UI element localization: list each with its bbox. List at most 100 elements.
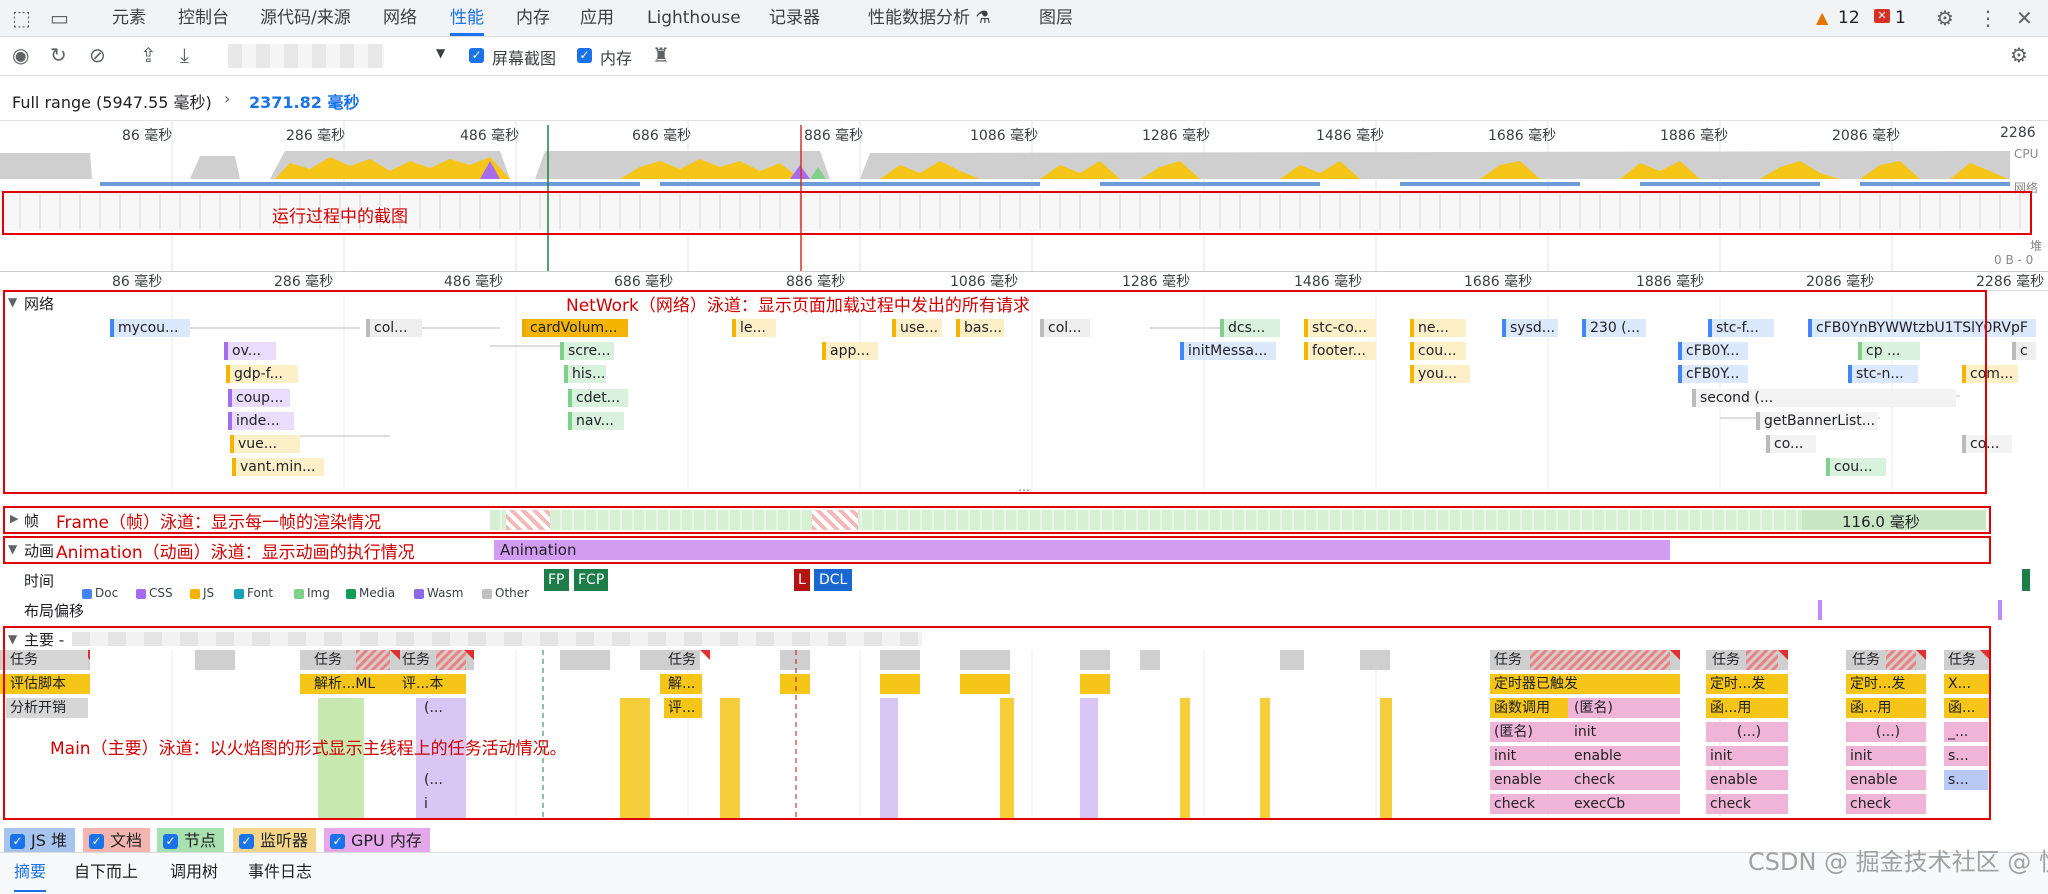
frames-expand-icon[interactable]: ▶: [10, 512, 19, 525]
flame-anonymous[interactable]: (匿名): [1490, 722, 1568, 742]
tab-lighthouse[interactable]: Lighthouse: [647, 8, 741, 28]
marker-fp[interactable]: FP: [544, 569, 569, 591]
flame-init[interactable]: init: [1706, 746, 1788, 766]
network-request[interactable]: initMessa...: [1180, 342, 1276, 360]
flame-xhr[interactable]: X...: [1944, 674, 1988, 694]
marker-load[interactable]: L: [794, 569, 810, 591]
network-request[interactable]: co...: [1962, 435, 2012, 453]
js-heap-toggle[interactable]: ✓JS 堆: [4, 828, 75, 854]
network-request[interactable]: stc-n...: [1848, 365, 1918, 383]
tab-bottom-up[interactable]: 自下而上: [74, 862, 139, 881]
flame-task[interactable]: 任务: [6, 650, 88, 670]
record-icon[interactable]: ◉: [12, 43, 30, 67]
flame-parse[interactable]: 解...: [664, 674, 702, 694]
main-thread-track[interactable]: ▼ 主要 - 任务 评估脚本 分析开销 任务 任务 任务 任务 任务 任务 任务…: [0, 626, 2048, 820]
marker-dcl[interactable]: DCL: [814, 569, 853, 591]
tab-performance-insights[interactable]: 性能数据分析 ⚗: [868, 8, 991, 28]
screenshots-checkbox[interactable]: ✓: [469, 48, 484, 63]
network-request[interactable]: cFB0YnBYWWtzbU1TSlY0RVpF: [1808, 319, 2036, 337]
timings-track[interactable]: 时间 FP FCP L DCL: [0, 566, 2048, 594]
tab-sources[interactable]: 源代码/来源: [260, 8, 351, 28]
network-request[interactable]: cFB0Y...: [1678, 342, 1748, 360]
flame-anonymous[interactable]: (匿名): [1570, 698, 1678, 718]
flame-check[interactable]: check: [1846, 794, 1926, 814]
flame-call[interactable]: (...: [420, 698, 466, 718]
flame-call[interactable]: s...: [1944, 770, 1988, 790]
tab-application[interactable]: 应用: [580, 8, 614, 28]
tab-event-log[interactable]: 事件日志: [248, 862, 313, 881]
error-icon[interactable]: ✕: [1874, 9, 1890, 23]
warning-icon[interactable]: ▲: [1816, 8, 1829, 27]
network-request[interactable]: cardVolum...: [522, 319, 628, 337]
network-request[interactable]: le...: [732, 319, 776, 337]
animation-expand-icon[interactable]: ▼: [8, 542, 18, 556]
settings-gear-icon[interactable]: ⚙: [1936, 6, 1954, 30]
tab-performance[interactable]: 性能: [450, 0, 484, 36]
flame-init[interactable]: init: [1570, 722, 1678, 742]
tab-summary[interactable]: 摘要: [14, 858, 47, 892]
flame-task[interactable]: 任务: [668, 652, 696, 668]
flame-anonymous[interactable]: (...): [1846, 722, 1926, 742]
tab-memory[interactable]: 内存: [516, 8, 550, 28]
network-request[interactable]: second (...: [1692, 389, 1956, 407]
flame-function-call[interactable]: 函数调用: [1490, 698, 1568, 718]
network-request[interactable]: you...: [1410, 365, 1470, 383]
flame-check[interactable]: check: [1570, 770, 1678, 790]
long-frame[interactable]: [1802, 510, 1986, 530]
network-request[interactable]: c: [2012, 342, 2036, 360]
breadcrumb-full-range[interactable]: Full range (5947.55 毫秒): [12, 93, 212, 112]
network-request[interactable]: stc-co...: [1304, 319, 1376, 337]
network-request[interactable]: com...: [1962, 365, 2018, 383]
network-request[interactable]: use...: [892, 319, 942, 337]
network-request[interactable]: gdp-f...: [226, 365, 298, 383]
network-request[interactable]: footer...: [1304, 342, 1376, 360]
more-options-icon[interactable]: ⋮: [1978, 6, 1998, 30]
flame-check[interactable]: check: [1490, 794, 1568, 814]
tab-network[interactable]: 网络: [383, 8, 417, 28]
flame-analysis[interactable]: 分析开销: [6, 698, 88, 718]
network-request[interactable]: ov...: [224, 342, 276, 360]
garbage-collect-icon[interactable]: ♜: [652, 43, 670, 67]
network-request[interactable]: cdet...: [568, 389, 628, 407]
marker-lcp[interactable]: [2022, 569, 2030, 591]
network-request[interactable]: coup...: [228, 389, 290, 407]
network-request[interactable]: his...: [564, 365, 606, 383]
checkbox[interactable]: ✓: [89, 834, 104, 849]
dropped-frame[interactable]: [506, 510, 550, 530]
network-request[interactable]: vant.min...: [232, 458, 324, 476]
flame-task[interactable]: 任务: [1852, 652, 1880, 668]
tab-elements[interactable]: 元素: [112, 8, 146, 28]
flame-exec-cb[interactable]: execCb: [1570, 794, 1678, 814]
listeners-toggle[interactable]: ✓监听器: [233, 828, 317, 854]
tab-recorder[interactable]: 记录器: [769, 8, 820, 28]
network-request[interactable]: col...: [366, 319, 422, 337]
flame-init[interactable]: init: [1846, 746, 1926, 766]
download-profile-icon[interactable]: ⤓: [180, 43, 189, 67]
main-expand-icon[interactable]: ▼: [8, 632, 18, 646]
nodes-toggle[interactable]: ✓节点: [157, 828, 225, 854]
network-request[interactable]: 230 (...: [1582, 319, 1646, 337]
animation-bar[interactable]: Animation: [494, 540, 1670, 560]
network-request[interactable]: cFB0Y...: [1678, 365, 1748, 383]
upload-profile-icon[interactable]: ⇪: [140, 43, 157, 67]
timeline-overview[interactable]: 86 毫秒 286 毫秒 486 毫秒 686 毫秒 886 毫秒 1086 毫…: [0, 120, 2048, 272]
network-request[interactable]: cou...: [1410, 342, 1466, 360]
chevron-down-icon[interactable]: ▼: [436, 46, 446, 60]
breadcrumb-selection[interactable]: 2371.82 毫秒: [249, 93, 360, 112]
flame-call[interactable]: (...: [420, 770, 466, 790]
network-request[interactable]: ne...: [1410, 319, 1466, 337]
tab-layers[interactable]: 图层: [1039, 8, 1073, 28]
network-request[interactable]: app...: [822, 342, 878, 360]
network-request[interactable]: sysd...: [1502, 319, 1558, 337]
flame-enable[interactable]: enable: [1570, 746, 1678, 766]
tab-call-tree[interactable]: 调用树: [170, 862, 219, 881]
checkbox[interactable]: ✓: [330, 834, 345, 849]
network-request[interactable]: col...: [1040, 319, 1090, 337]
flame-evaluate[interactable]: 评...: [664, 698, 702, 718]
network-request[interactable]: getBannerList...: [1756, 412, 1878, 430]
network-request[interactable]: dcs...: [1220, 319, 1280, 337]
network-request[interactable]: mycou...: [110, 319, 190, 337]
recording-select-blurred[interactable]: [228, 44, 384, 68]
memory-checkbox[interactable]: ✓: [577, 48, 592, 63]
flame-function-call[interactable]: 函...用: [1846, 698, 1926, 718]
